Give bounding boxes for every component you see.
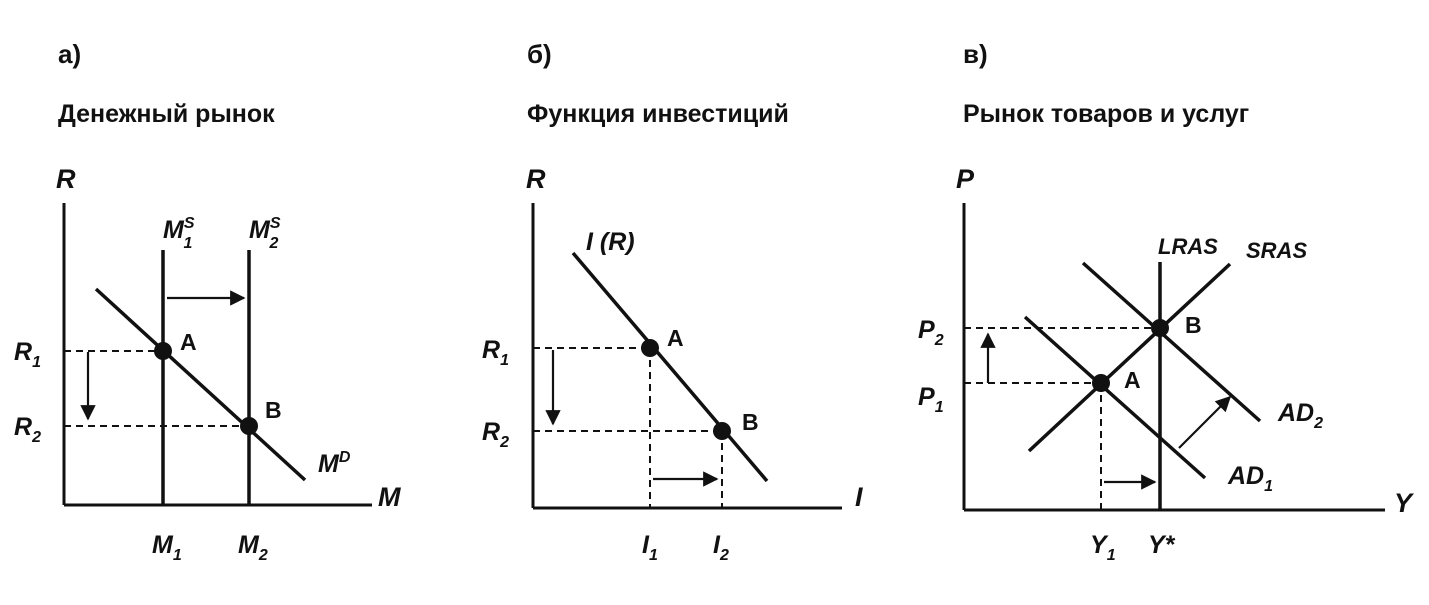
panel-c-y-axis-label: P	[956, 164, 975, 194]
money-demand-line	[94, 287, 307, 482]
panel-c-title: Рынок товаров и услуг	[963, 100, 1249, 128]
panel-c-p1-label: P1	[918, 383, 944, 416]
demand-shift-arrow	[1178, 395, 1232, 449]
panel-investment-function: б) Функция инвестиций R I I (R) A B R1 R…	[482, 39, 863, 564]
panel-b-r1-label: R1	[482, 336, 509, 369]
panel-b-i1-label: I1	[642, 531, 658, 564]
panel-b-point-b	[713, 422, 731, 440]
panel-c-letter: в)	[963, 39, 988, 69]
panel-a-m1-label: M1	[152, 531, 182, 564]
panel-a-r2-label: R2	[14, 413, 41, 446]
panel-a-point-a	[154, 342, 172, 360]
panel-c-x-axis-label: Y	[1394, 488, 1415, 518]
sras-line	[1027, 262, 1232, 453]
panel-a-y-axis-label: R	[56, 164, 76, 194]
panel-b-point-a-label: A	[667, 325, 684, 351]
lras-label: LRAS	[1158, 234, 1218, 259]
panel-a-point-b	[240, 417, 258, 435]
panel-a-point-b-label: B	[265, 397, 282, 423]
ad1-line	[1023, 315, 1207, 480]
investment-curve-line	[571, 251, 769, 483]
panel-a-point-a-label: A	[180, 329, 197, 355]
panel-b-title: Функция инвестиций	[527, 100, 789, 128]
panel-c-point-a-label: A	[1124, 367, 1141, 393]
ad2-line	[1081, 261, 1262, 423]
panel-a-x-axis-label: M	[378, 482, 401, 512]
panel-a-r1-label: R1	[14, 338, 41, 371]
panel-b-i2-label: I2	[713, 531, 729, 564]
money-demand-label: MD	[318, 449, 351, 478]
panel-c-ystar-label: Y*	[1148, 531, 1176, 559]
panel-c-p2-label: P2	[918, 316, 944, 349]
investment-curve-label: I (R)	[586, 228, 635, 256]
panel-a-letter: а)	[58, 39, 81, 69]
panel-b-r2-label: R2	[482, 418, 509, 451]
panel-a-m2-label: M2	[238, 531, 268, 564]
ad1-label: AD1	[1227, 462, 1273, 495]
panel-goods-market: в) Рынок товаров и услуг P Y LRAS SRAS A…	[918, 39, 1415, 564]
panel-b-point-b-label: B	[742, 409, 759, 435]
panel-c-point-a	[1092, 374, 1110, 392]
panel-b-letter: б)	[527, 39, 552, 69]
panel-a-title: Денежный рынок	[58, 100, 275, 128]
panel-b-point-a	[641, 339, 659, 357]
panel-c-point-b-label: B	[1185, 312, 1202, 338]
panel-c-y1-label: Y1	[1090, 531, 1116, 564]
panel-c-point-b	[1151, 319, 1169, 337]
panel-b-y-axis-label: R	[526, 164, 546, 194]
ad2-label: AD2	[1277, 399, 1323, 432]
sras-label: SRAS	[1246, 238, 1307, 263]
panel-b-x-axis-label: I	[855, 482, 863, 512]
